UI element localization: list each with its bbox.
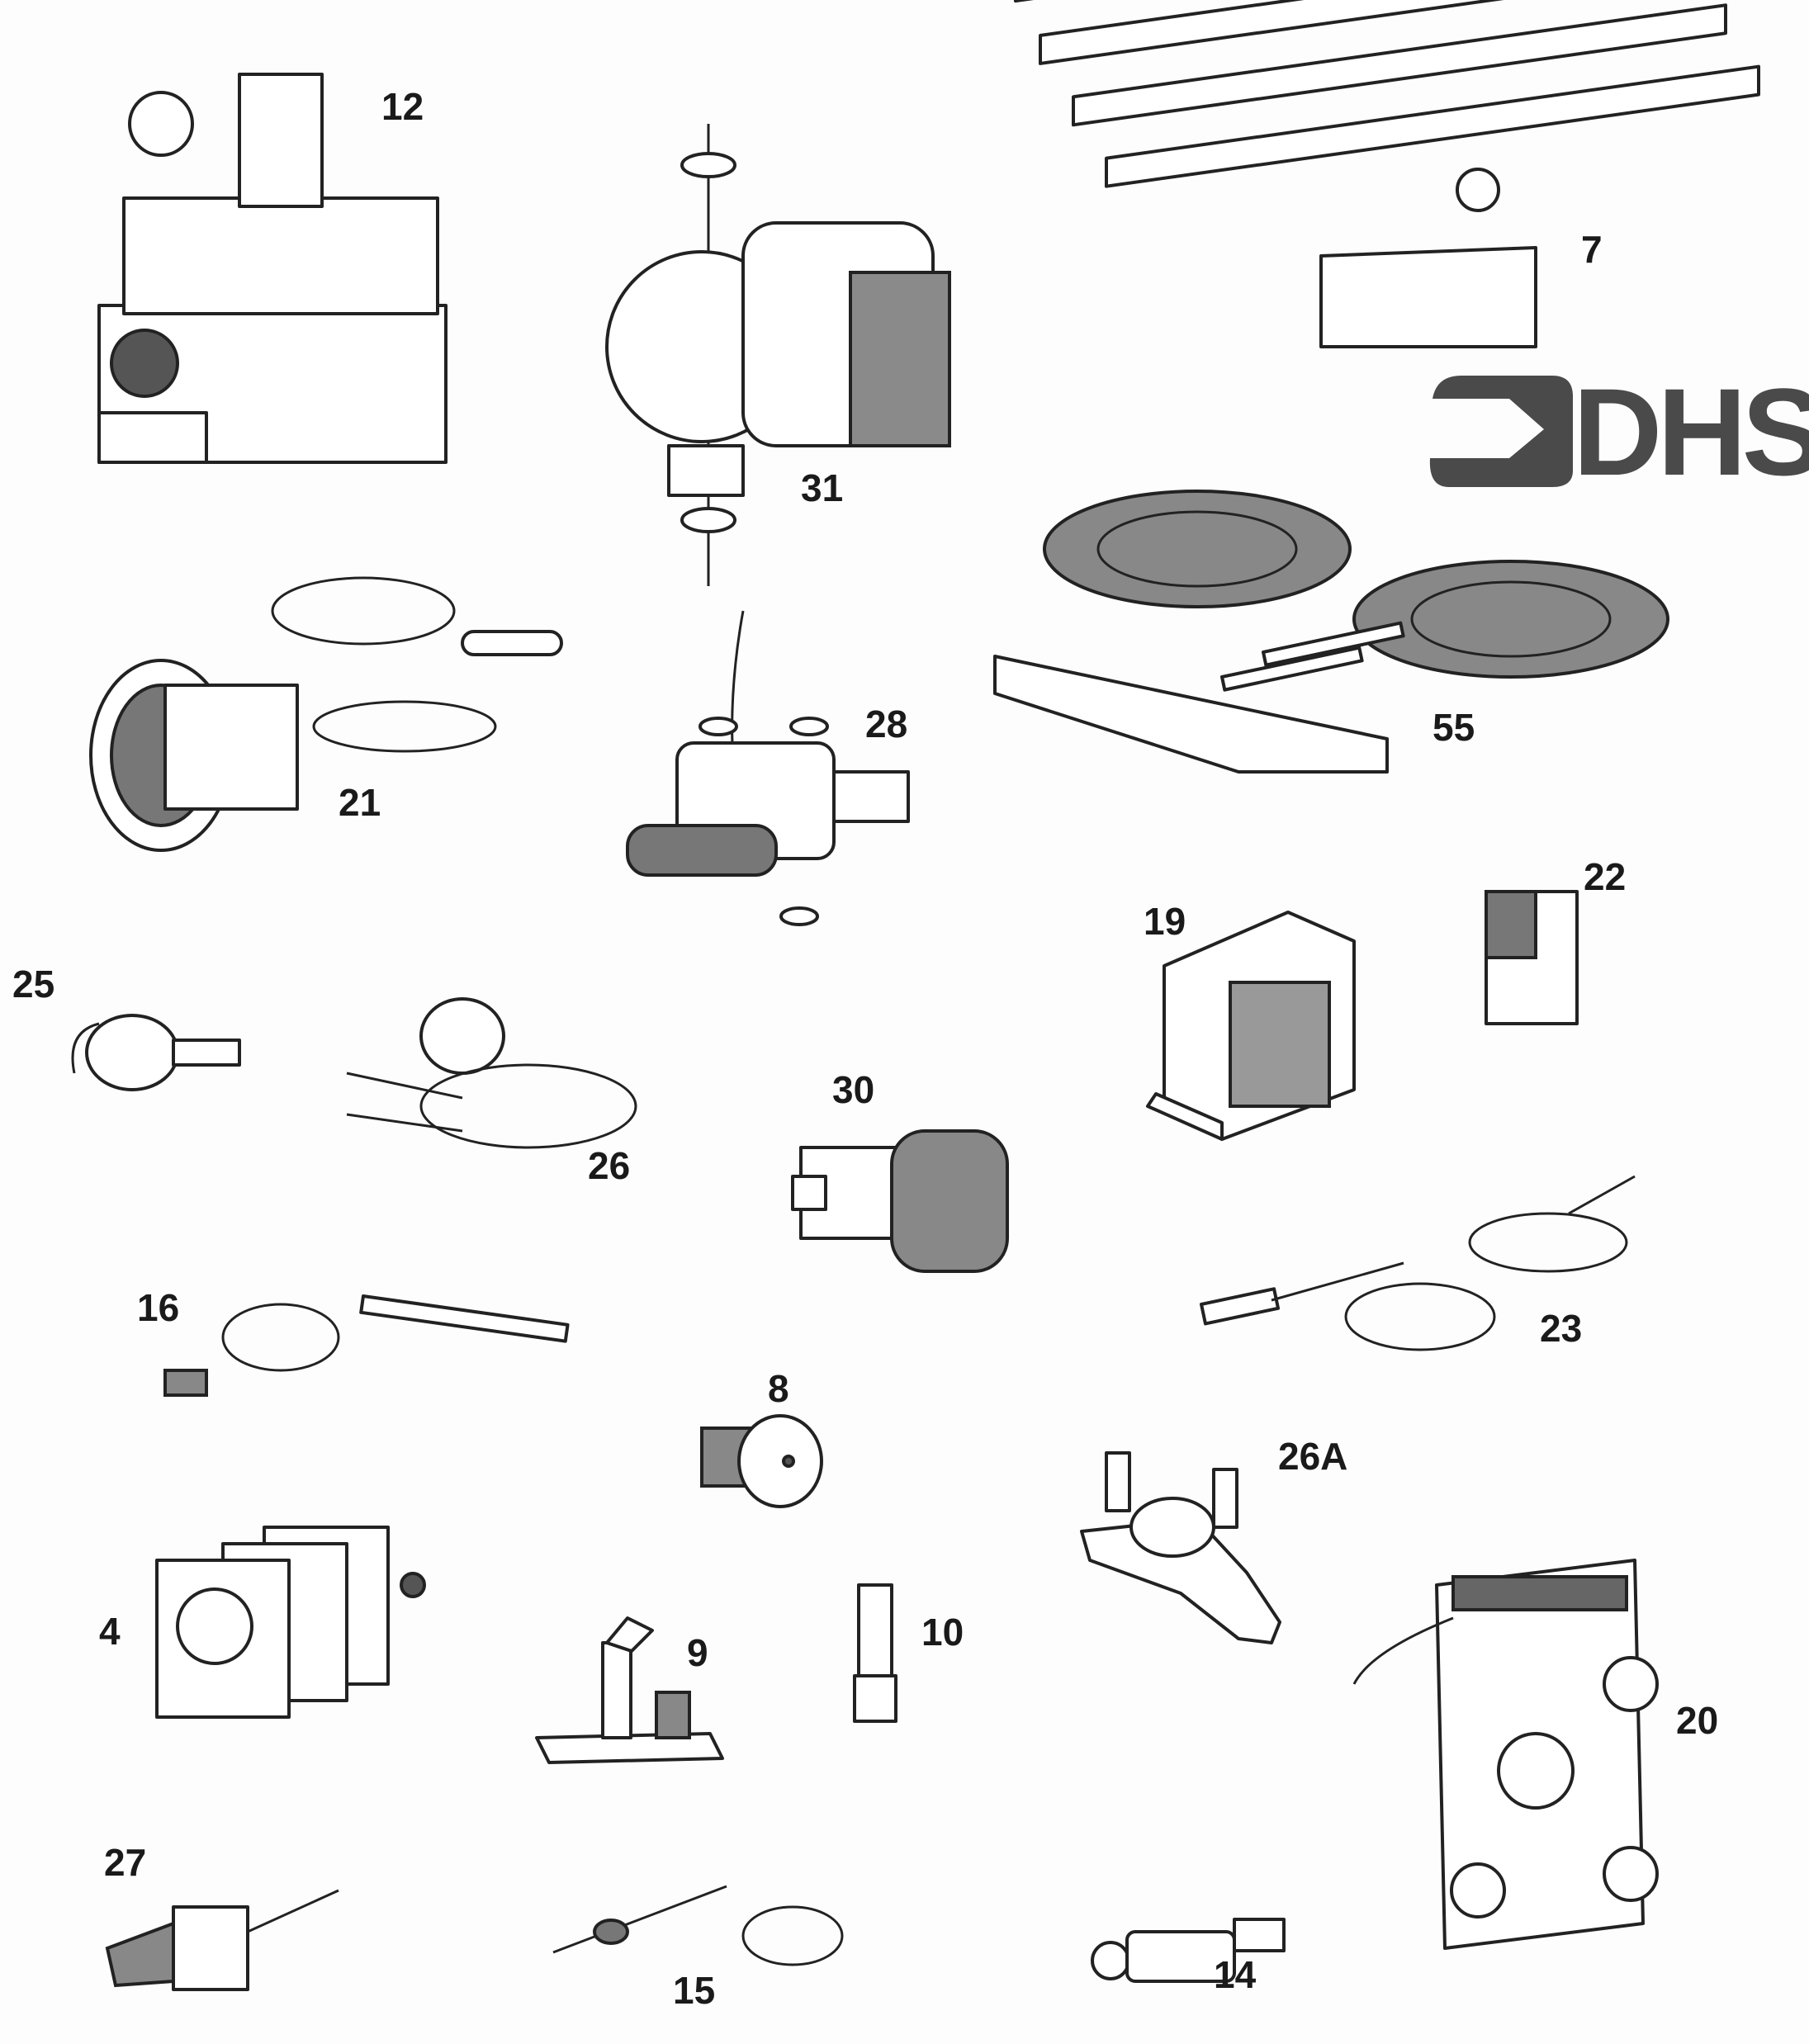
label-part-16: 16 (137, 1286, 179, 1329)
part-14-piezo-igniter (1091, 1918, 1286, 1983)
label-part-19: 19 (1144, 900, 1186, 943)
label-part-26: 26 (588, 1144, 630, 1187)
label-part-10: 10 (921, 1611, 964, 1654)
part-26-overheat-thermostat (346, 997, 637, 1149)
label-part-21: 21 (339, 781, 381, 824)
label-part-27: 27 (104, 1841, 146, 1884)
part-23-sensor-probe (1200, 1175, 1636, 1351)
part-25-thermostat (71, 1014, 241, 1091)
part-28-valve-assembly (626, 610, 910, 926)
label-part-31: 31 (801, 466, 843, 509)
label-part-20: 20 (1676, 1699, 1718, 1742)
part-55-seal-kit (993, 490, 1669, 774)
label-part-55: 55 (1433, 706, 1475, 749)
label-part-22: 22 (1584, 855, 1626, 898)
part-22-rocker-switch (1485, 890, 1579, 1025)
part-21-pressure-gauge (89, 576, 563, 852)
part-9-pilot-burner (535, 1616, 724, 1764)
label-part-12: 12 (381, 85, 424, 128)
label-part-25: 25 (12, 963, 54, 1005)
part-19-transformer (1146, 911, 1356, 1141)
part-27-sensor-fitting (105, 1889, 339, 1991)
part-10-sleeve (853, 1583, 897, 1723)
part-15-ignition-electrode (552, 1885, 844, 1966)
part-7-burner (1014, 0, 1760, 348)
part-4-sight-glass (155, 1526, 426, 1719)
label-part-28: 28 (865, 703, 907, 745)
part-30-pressure-relief-valve (791, 1129, 1009, 1273)
part-20-control-board (1352, 1559, 1659, 1950)
label-part-9: 9 (687, 1631, 708, 1674)
label-part-30: 30 (832, 1068, 874, 1111)
part-8-injector (700, 1414, 823, 1508)
label-part-23: 23 (1540, 1307, 1582, 1350)
part-26a-limit-thermostat (1080, 1451, 1281, 1644)
label-part-4: 4 (99, 1610, 121, 1653)
label-part-14: 14 (1214, 1953, 1257, 1996)
part-31-pump (605, 124, 951, 586)
logo-text: DHS (1573, 362, 1809, 501)
label-part-7: 7 (1581, 228, 1603, 271)
label-part-15: 15 (673, 1969, 715, 2012)
dhs-logo: DHS (1429, 362, 1809, 501)
label-part-26a: 26A (1278, 1435, 1347, 1478)
part-16-thermocouple (163, 1294, 570, 1397)
label-part-8: 8 (768, 1367, 789, 1410)
part-12-gas-valve (97, 73, 448, 464)
